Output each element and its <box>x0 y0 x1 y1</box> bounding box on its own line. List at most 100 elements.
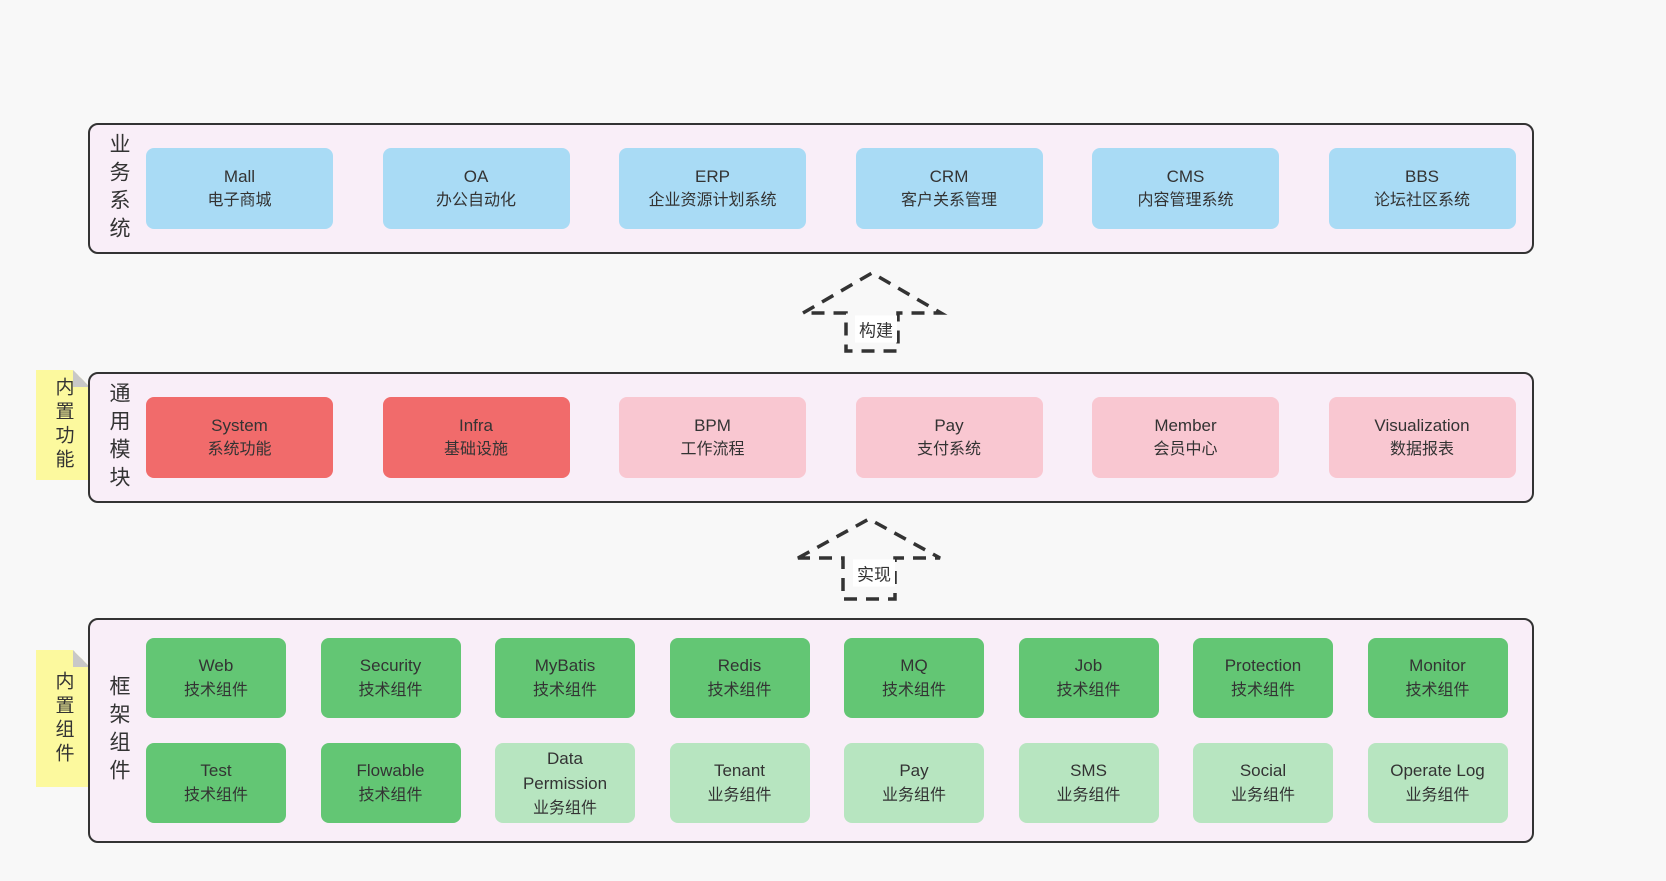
node-bpm: BPM 工作流程 <box>619 397 806 478</box>
node-subtitle: 技术组件 <box>1056 681 1121 699</box>
panel-business-systems: 业务系统 Mall 电子商城 OA 办公自动化 ERP 企业资源计划系统 CRM… <box>88 123 1534 254</box>
node-title: MQ <box>900 656 928 676</box>
node-pay-system: Pay 支付系统 <box>855 397 1043 478</box>
panel-label-business-systems: 业务系统 <box>107 132 130 245</box>
node-test: Test 技术组件 <box>146 743 286 823</box>
node-visualization: Visualization 数据报表 <box>1328 397 1516 478</box>
node-subtitle: 基础设施 <box>443 441 508 459</box>
node-title: System <box>211 415 268 435</box>
node-subtitle: 技术组件 <box>532 681 597 699</box>
node-infra: Infra 基础设施 <box>382 397 570 478</box>
business-node-row: Mall 电子商城 OA 办公自动化 ERP 企业资源计划系统 CRM 客户关系… <box>146 125 1516 252</box>
node-redis: Redis 技术组件 <box>669 638 810 718</box>
panel-common-modules: 通用模块 System 系统功能 Infra 基础设施 BPM 工作流程 Pay… <box>88 372 1534 503</box>
node-title: CRM <box>929 166 969 186</box>
node-social: Social 业务组件 <box>1193 743 1333 823</box>
node-title: Protection <box>1224 656 1302 676</box>
node-subtitle: 工作流程 <box>680 441 745 459</box>
node-subtitle: 技术组件 <box>358 786 423 804</box>
node-title: SMS <box>1070 761 1107 781</box>
node-pay-component: Pay 业务组件 <box>844 743 984 823</box>
node-title: MyBatis <box>534 656 596 676</box>
node-subtitle: 电子商城 <box>207 192 272 210</box>
panel-framework-components: 框架组件 Web 技术组件 Security 技术组件 MyBatis 技术组件… <box>88 618 1534 843</box>
node-job: Job 技术组件 <box>1018 638 1159 718</box>
sticky-note-built-in-components: 内置组件 <box>36 650 90 787</box>
node-crm: CRM 客户关系管理 <box>855 148 1043 229</box>
node-subtitle: 企业资源计划系统 <box>648 192 777 210</box>
panel-label-common-modules: 通用模块 <box>107 381 130 494</box>
node-web: Web 技术组件 <box>146 638 286 718</box>
node-title: Operate Log <box>1390 761 1485 781</box>
panel-label-framework-components: 框架组件 <box>107 674 130 787</box>
node-data-permission: Data Permission 业务组件 <box>495 743 635 823</box>
node-title: Security <box>359 656 422 676</box>
node-subtitle: 技术组件 <box>1230 681 1295 699</box>
node-erp: ERP 企业资源计划系统 <box>619 148 806 229</box>
dashed-up-arrow-implement <box>797 517 941 601</box>
node-subtitle: 业务组件 <box>1056 786 1121 804</box>
node-mybatis: MyBatis 技术组件 <box>495 638 635 718</box>
node-subtitle: 技术组件 <box>183 681 248 699</box>
node-title: BPM <box>694 415 731 435</box>
node-oa: OA 办公自动化 <box>382 148 570 229</box>
framework-row-2: Test 技术组件 Flowable 技术组件 Data Permission … <box>146 743 1508 823</box>
node-title: Job <box>1074 656 1103 676</box>
node-title: Pay <box>934 415 964 435</box>
node-tenant: Tenant 业务组件 <box>669 743 810 823</box>
node-title: ERP <box>695 166 730 186</box>
node-bbs: BBS 论坛社区系统 <box>1328 148 1516 229</box>
node-title: Social <box>1239 761 1287 781</box>
dashed-up-arrow-build <box>796 270 948 353</box>
node-title: Data Permission <box>522 748 608 794</box>
node-security: Security 技术组件 <box>320 638 461 718</box>
node-subtitle: 论坛社区系统 <box>1373 192 1470 210</box>
node-operate-log: Operate Log 业务组件 <box>1367 743 1508 823</box>
node-system: System 系统功能 <box>146 397 333 478</box>
framework-node-grid: Web 技术组件 Security 技术组件 MyBatis 技术组件 Redi… <box>146 620 1508 841</box>
node-flowable: Flowable 技术组件 <box>320 743 461 823</box>
node-title: Visualization <box>1374 415 1470 435</box>
node-protection: Protection 技术组件 <box>1193 638 1333 718</box>
sticky-note-built-in-features: 内置功能 <box>36 370 90 480</box>
node-cms: CMS 内容管理系统 <box>1092 148 1279 229</box>
node-title: Monitor <box>1409 656 1466 676</box>
node-subtitle: 技术组件 <box>1405 681 1470 699</box>
node-title: Web <box>198 656 234 676</box>
node-mall: Mall 电子商城 <box>146 148 333 229</box>
node-mq: MQ 技术组件 <box>844 638 984 718</box>
node-subtitle: 业务组件 <box>1230 786 1295 804</box>
node-subtitle: 技术组件 <box>358 681 423 699</box>
node-subtitle: 技术组件 <box>707 681 772 699</box>
node-subtitle: 支付系统 <box>916 441 981 459</box>
node-subtitle: 业务组件 <box>881 786 946 804</box>
node-title: Redis <box>717 656 762 676</box>
node-title: Flowable <box>356 761 425 781</box>
node-subtitle: 办公自动化 <box>435 192 516 210</box>
node-title: Tenant <box>713 761 766 781</box>
node-title: CMS <box>1166 166 1205 186</box>
node-title: OA <box>463 166 489 186</box>
node-subtitle: 技术组件 <box>881 681 946 699</box>
node-title: Infra <box>458 415 494 435</box>
node-title: Pay <box>899 761 929 781</box>
node-monitor: Monitor 技术组件 <box>1367 638 1508 718</box>
module-node-row: System 系统功能 Infra 基础设施 BPM 工作流程 Pay 支付系统… <box>146 374 1516 501</box>
framework-row-1: Web 技术组件 Security 技术组件 MyBatis 技术组件 Redi… <box>146 638 1508 718</box>
node-subtitle: 业务组件 <box>1405 786 1470 804</box>
node-subtitle: 客户关系管理 <box>900 192 997 210</box>
arrow-label-build: 构建 <box>855 315 897 343</box>
node-subtitle: 业务组件 <box>532 799 597 817</box>
node-subtitle: 业务组件 <box>707 786 772 804</box>
node-sms: SMS 业务组件 <box>1018 743 1159 823</box>
node-member: Member 会员中心 <box>1092 397 1279 478</box>
node-subtitle: 系统功能 <box>207 441 272 459</box>
node-subtitle: 内容管理系统 <box>1137 192 1234 210</box>
node-title: Test <box>200 761 232 781</box>
node-subtitle: 数据报表 <box>1389 441 1454 459</box>
node-title: Mall <box>223 166 256 186</box>
node-subtitle: 会员中心 <box>1153 441 1218 459</box>
node-subtitle: 技术组件 <box>183 786 248 804</box>
node-title: Member <box>1154 415 1217 435</box>
